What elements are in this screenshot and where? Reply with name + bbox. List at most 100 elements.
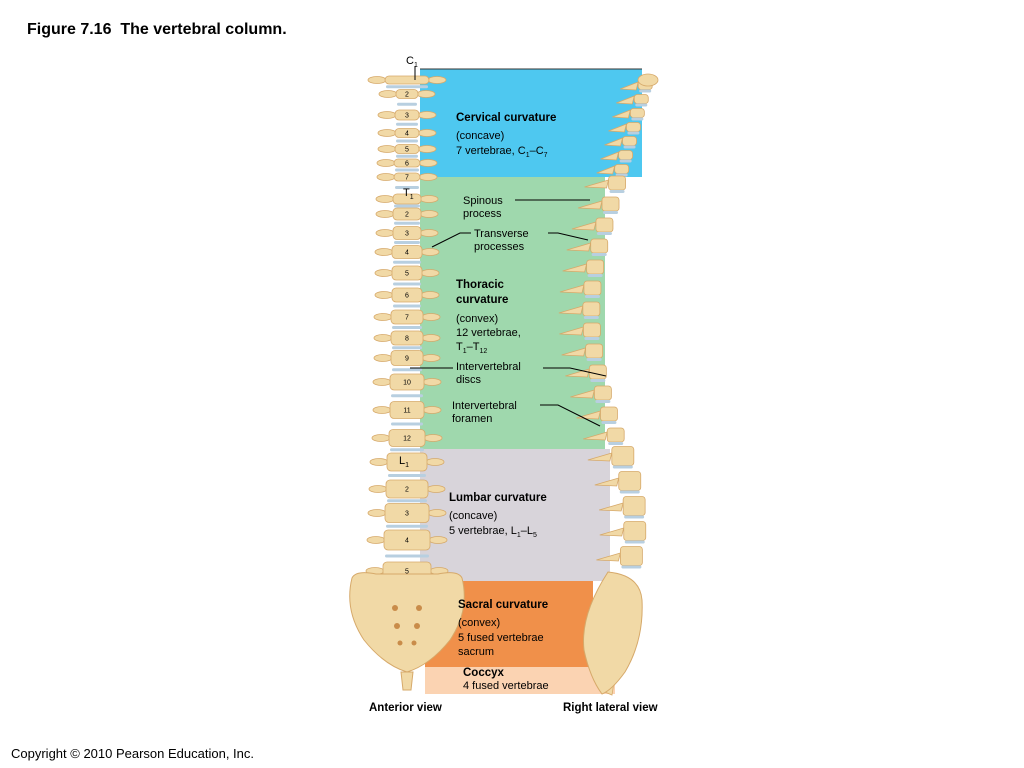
transverse-process xyxy=(419,195,439,203)
intervertebral-disc xyxy=(396,122,418,126)
spinous-process xyxy=(559,326,584,336)
intervertebral-disc xyxy=(396,154,418,158)
vertebra-number: 2 xyxy=(405,92,409,99)
transverse-label-2: processes xyxy=(474,241,525,253)
lateral-disc xyxy=(619,490,640,494)
spinous-process-label-1: Spinous xyxy=(463,195,503,207)
vertebra-number: 4 xyxy=(405,250,409,257)
lateral-vertebra-body xyxy=(619,546,643,566)
lateral-disc xyxy=(624,515,645,519)
spinous-process xyxy=(559,284,585,294)
transverse-process xyxy=(377,129,397,137)
vertebra-number: 4 xyxy=(405,131,409,138)
vertebra-body xyxy=(393,172,421,182)
vertebra-number: 8 xyxy=(405,336,409,343)
lumbar-region-band xyxy=(420,449,610,581)
transverse-process xyxy=(366,536,386,544)
spinous-process xyxy=(596,552,621,562)
vertebra-number: 4 xyxy=(405,538,409,545)
intervertebral-disc xyxy=(395,168,419,172)
spinous-process xyxy=(570,389,595,399)
atlas-vertebra xyxy=(637,73,659,87)
lateral-vertebra-body xyxy=(595,217,614,233)
transverse-process xyxy=(375,229,395,237)
spinous-process xyxy=(599,527,625,537)
intervertebral-disc xyxy=(393,260,421,264)
transverse-process xyxy=(417,111,437,119)
transverse-process xyxy=(417,145,437,153)
spinous-process xyxy=(600,151,620,161)
lateral-vertebra-body xyxy=(633,94,649,104)
thoracic-heading-2: curvature xyxy=(456,294,508,306)
spinous-process xyxy=(583,431,608,441)
vertebra-body xyxy=(395,89,419,99)
intervertebral-disc xyxy=(393,282,421,286)
lateral-vertebra-body xyxy=(588,364,607,380)
lumbar-line2: 5 vertebrae, L1–L5 xyxy=(449,525,537,539)
vertebra-number: 6 xyxy=(405,293,409,300)
transverse-process xyxy=(378,90,398,98)
vertebra-number: 5 xyxy=(405,271,409,278)
lateral-vertebra-body xyxy=(606,427,625,443)
transverse-process xyxy=(373,313,393,321)
lateral-disc xyxy=(603,211,619,214)
intervertebral-disc xyxy=(385,554,429,558)
intervertebral-disc xyxy=(391,422,423,426)
spinous-process xyxy=(599,502,624,512)
spinous-process xyxy=(577,200,603,210)
vertebra-body xyxy=(390,330,424,346)
spinous-process xyxy=(558,305,584,315)
vertebra-body xyxy=(391,245,423,259)
lateral-vertebra-body xyxy=(583,280,602,296)
transverse-process xyxy=(428,536,448,544)
transverse-process xyxy=(372,406,392,414)
transverse-process xyxy=(422,406,442,414)
intervertebral-disc xyxy=(394,204,420,208)
thoracic-line1: (convex) xyxy=(456,313,498,325)
lateral-disc xyxy=(584,295,600,298)
transverse-process xyxy=(374,269,394,277)
transverse-process xyxy=(420,248,440,256)
intervertebral-disc xyxy=(386,524,428,528)
vertebra-number: 2 xyxy=(405,487,409,494)
transverse-process xyxy=(427,509,447,517)
lateral-disc xyxy=(583,316,599,319)
vertebra-number: 3 xyxy=(405,113,409,120)
vertebra-number: 2 xyxy=(405,212,409,219)
coccyx-line1: 4 fused vertebrae xyxy=(463,680,549,692)
intervertebral-disc xyxy=(391,394,423,398)
vertebra-body xyxy=(392,193,422,205)
vertebra-body xyxy=(393,158,421,168)
transverse-process xyxy=(367,509,387,517)
lateral-vertebra-body xyxy=(590,238,609,254)
cervical-line1: (concave) xyxy=(456,130,504,142)
vertebra-number: 9 xyxy=(405,356,409,363)
transverse-process xyxy=(421,313,441,321)
intervertebral-disc xyxy=(397,102,417,106)
vertebra-body xyxy=(386,452,428,472)
sacral-line2: 5 fused vertebrae xyxy=(458,632,544,644)
vertebra-body xyxy=(385,479,429,499)
lateral-disc xyxy=(631,117,644,121)
lateral-disc xyxy=(627,131,640,135)
lateral-disc xyxy=(587,274,603,277)
transverse-process xyxy=(423,434,443,442)
intervertebral-disc xyxy=(388,474,426,477)
lateral-vertebra-body xyxy=(622,136,637,146)
spinous-process xyxy=(566,242,592,252)
spinous-process xyxy=(562,263,588,273)
spinous-process xyxy=(616,95,635,105)
coccyx-heading: Coccyx xyxy=(463,667,505,679)
transverse-process xyxy=(421,334,441,342)
transverse-process xyxy=(376,173,396,181)
transverse-process xyxy=(375,195,395,203)
vertebra-body xyxy=(389,373,425,391)
iv-discs-label-2: discs xyxy=(456,374,482,386)
lateral-vertebra-body xyxy=(611,446,635,466)
thoracic-heading-1: Thoracic xyxy=(456,279,505,291)
intervertebral-disc xyxy=(386,85,428,89)
iv-foramen-label-1: Intervertebral xyxy=(452,400,517,412)
lateral-disc xyxy=(612,465,633,469)
lateral-vertebra-body xyxy=(600,406,618,422)
transverse-process xyxy=(377,145,397,153)
